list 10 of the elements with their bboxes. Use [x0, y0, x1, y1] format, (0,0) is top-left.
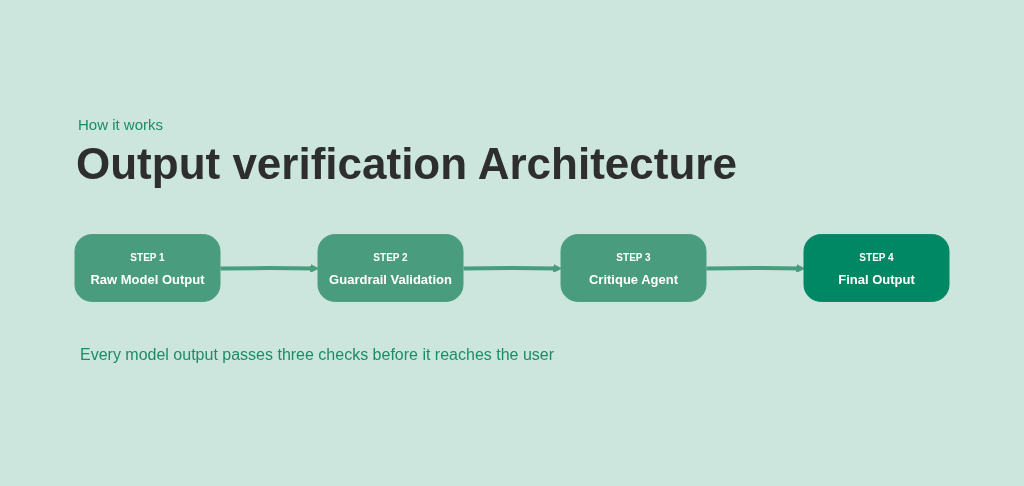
node-box: STEP 3 Critique Agent [560, 234, 707, 302]
caption-text: Every model output passes three checks before it reaches the user [80, 346, 555, 364]
node-box: STEP 2 Guardrail Validation [317, 234, 464, 302]
node-box: STEP 4 Final Output [803, 234, 950, 302]
arrow [220, 264, 319, 273]
arrow [463, 264, 562, 273]
kicker-text: How it works [78, 116, 163, 133]
arrow [706, 264, 805, 273]
title-text: Output verification Architecture [76, 139, 737, 190]
node-box: STEP 1 Raw Model Output [74, 234, 221, 302]
